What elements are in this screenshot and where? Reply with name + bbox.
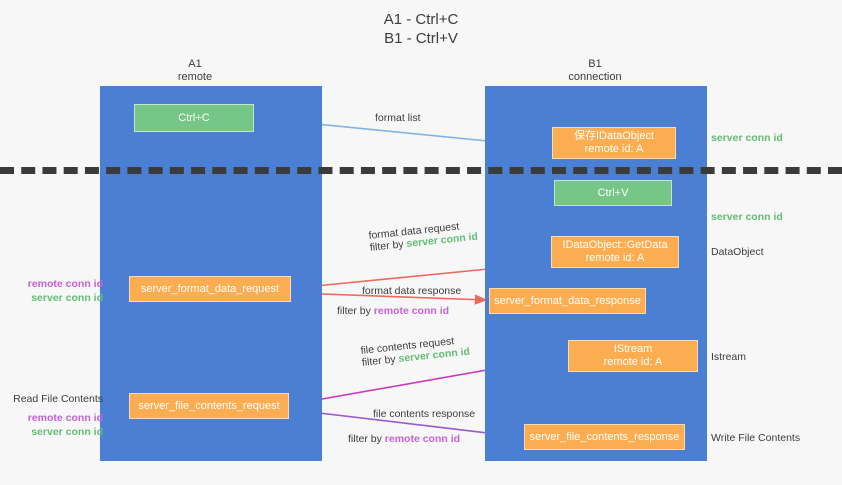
node-istream[interactable]: IStream remote id: A (568, 340, 698, 372)
node-server-format-data-request[interactable]: server_format_data_request (129, 276, 291, 302)
column-header-b1-name: B1 (588, 58, 602, 70)
arrow-format-data-response (294, 292, 488, 305)
annotation-remote-conn-id-a: remote conn id (27, 278, 103, 290)
node-save-idataobject[interactable]: 保存IDataObject remote id: A (552, 127, 676, 159)
filter-value-remote-conn-id: remote conn id (384, 433, 461, 445)
edge-label-file-contents-response: file contents response (373, 408, 476, 420)
node-server-format-data-request-label: server_format_data_request (140, 282, 280, 295)
node-istream-label: IStream (613, 343, 653, 355)
annotation-read-file-contents: Read File Contents (13, 393, 103, 405)
annotation-server-conn-id-a: server conn id (31, 292, 103, 304)
node-save-idataobject-label: 保存IDataObject (573, 130, 655, 142)
annotation-conn-ids-lower: remote conn id server conn id (8, 411, 103, 439)
node-ctrl-v-label: Ctrl+V (597, 186, 629, 199)
annotation-dataobject: DataObject (711, 246, 764, 258)
node-idataobject-getdata[interactable]: IDataObject::GetData remote id: A (551, 236, 679, 268)
column-header-a1-name: A1 (188, 58, 202, 70)
node-ctrl-c-label: Ctrl+C (178, 111, 210, 124)
node-ctrl-c[interactable]: Ctrl+C (134, 104, 254, 132)
annotation-server-conn-id-mid: server conn id (711, 211, 783, 223)
column-header-a1-sub: remote (177, 71, 213, 83)
edge-label-format-data-response: format data response (362, 285, 462, 297)
page-title: A1 - Ctrl+C B1 - Ctrl+V (0, 10, 842, 48)
node-server-file-contents-response[interactable]: server_file_contents_response (524, 424, 685, 450)
filter-prefix: filter by (337, 305, 374, 317)
node-idataobject-getdata-remote-id: remote id: A (585, 252, 645, 264)
annotation-write-file-contents: Write File Contents (711, 432, 801, 444)
filter-prefix: filter by (348, 433, 385, 445)
node-ctrl-v[interactable]: Ctrl+V (554, 180, 672, 206)
node-save-idataobject-remote-id: remote id: A (584, 143, 644, 155)
filter-value-remote-conn-id: remote conn id (373, 305, 450, 317)
node-server-file-contents-request[interactable]: server_file_contents_request (129, 393, 289, 419)
edge-label-format-data-response-filter: filter by remote conn id (337, 305, 449, 317)
annotation-server-conn-id-top: server conn id (711, 132, 783, 144)
node-server-file-contents-request-label: server_file_contents_request (138, 399, 280, 412)
node-istream-remote-id: remote id: A (603, 356, 663, 368)
edge-label-format-list: format list (375, 112, 421, 124)
node-server-format-data-response[interactable]: server_format_data_response (489, 288, 646, 314)
machine-boundary-divider (0, 167, 842, 174)
column-header-a1: A1 remote (130, 58, 260, 84)
annotation-conn-ids-upper: remote conn id server conn id (8, 277, 103, 305)
title-line-1: A1 - Ctrl+C (383, 11, 459, 28)
node-idataobject-getdata-label: IDataObject::GetData (562, 239, 668, 251)
node-server-file-contents-response-label: server_file_contents_response (529, 430, 680, 443)
annotation-remote-conn-id-b: remote conn id (27, 412, 103, 424)
annotation-istream: Istream (711, 351, 747, 363)
edge-label-file-contents-response-filter: filter by remote conn id (348, 433, 460, 445)
column-header-b1: B1 connection (530, 58, 660, 84)
arrow-file-contents-response (293, 409, 523, 441)
annotation-server-conn-id-b: server conn id (31, 426, 103, 438)
node-server-format-data-response-label: server_format_data_response (494, 294, 641, 307)
title-line-2: B1 - Ctrl+V (384, 30, 458, 47)
column-header-b1-sub: connection (568, 71, 622, 83)
